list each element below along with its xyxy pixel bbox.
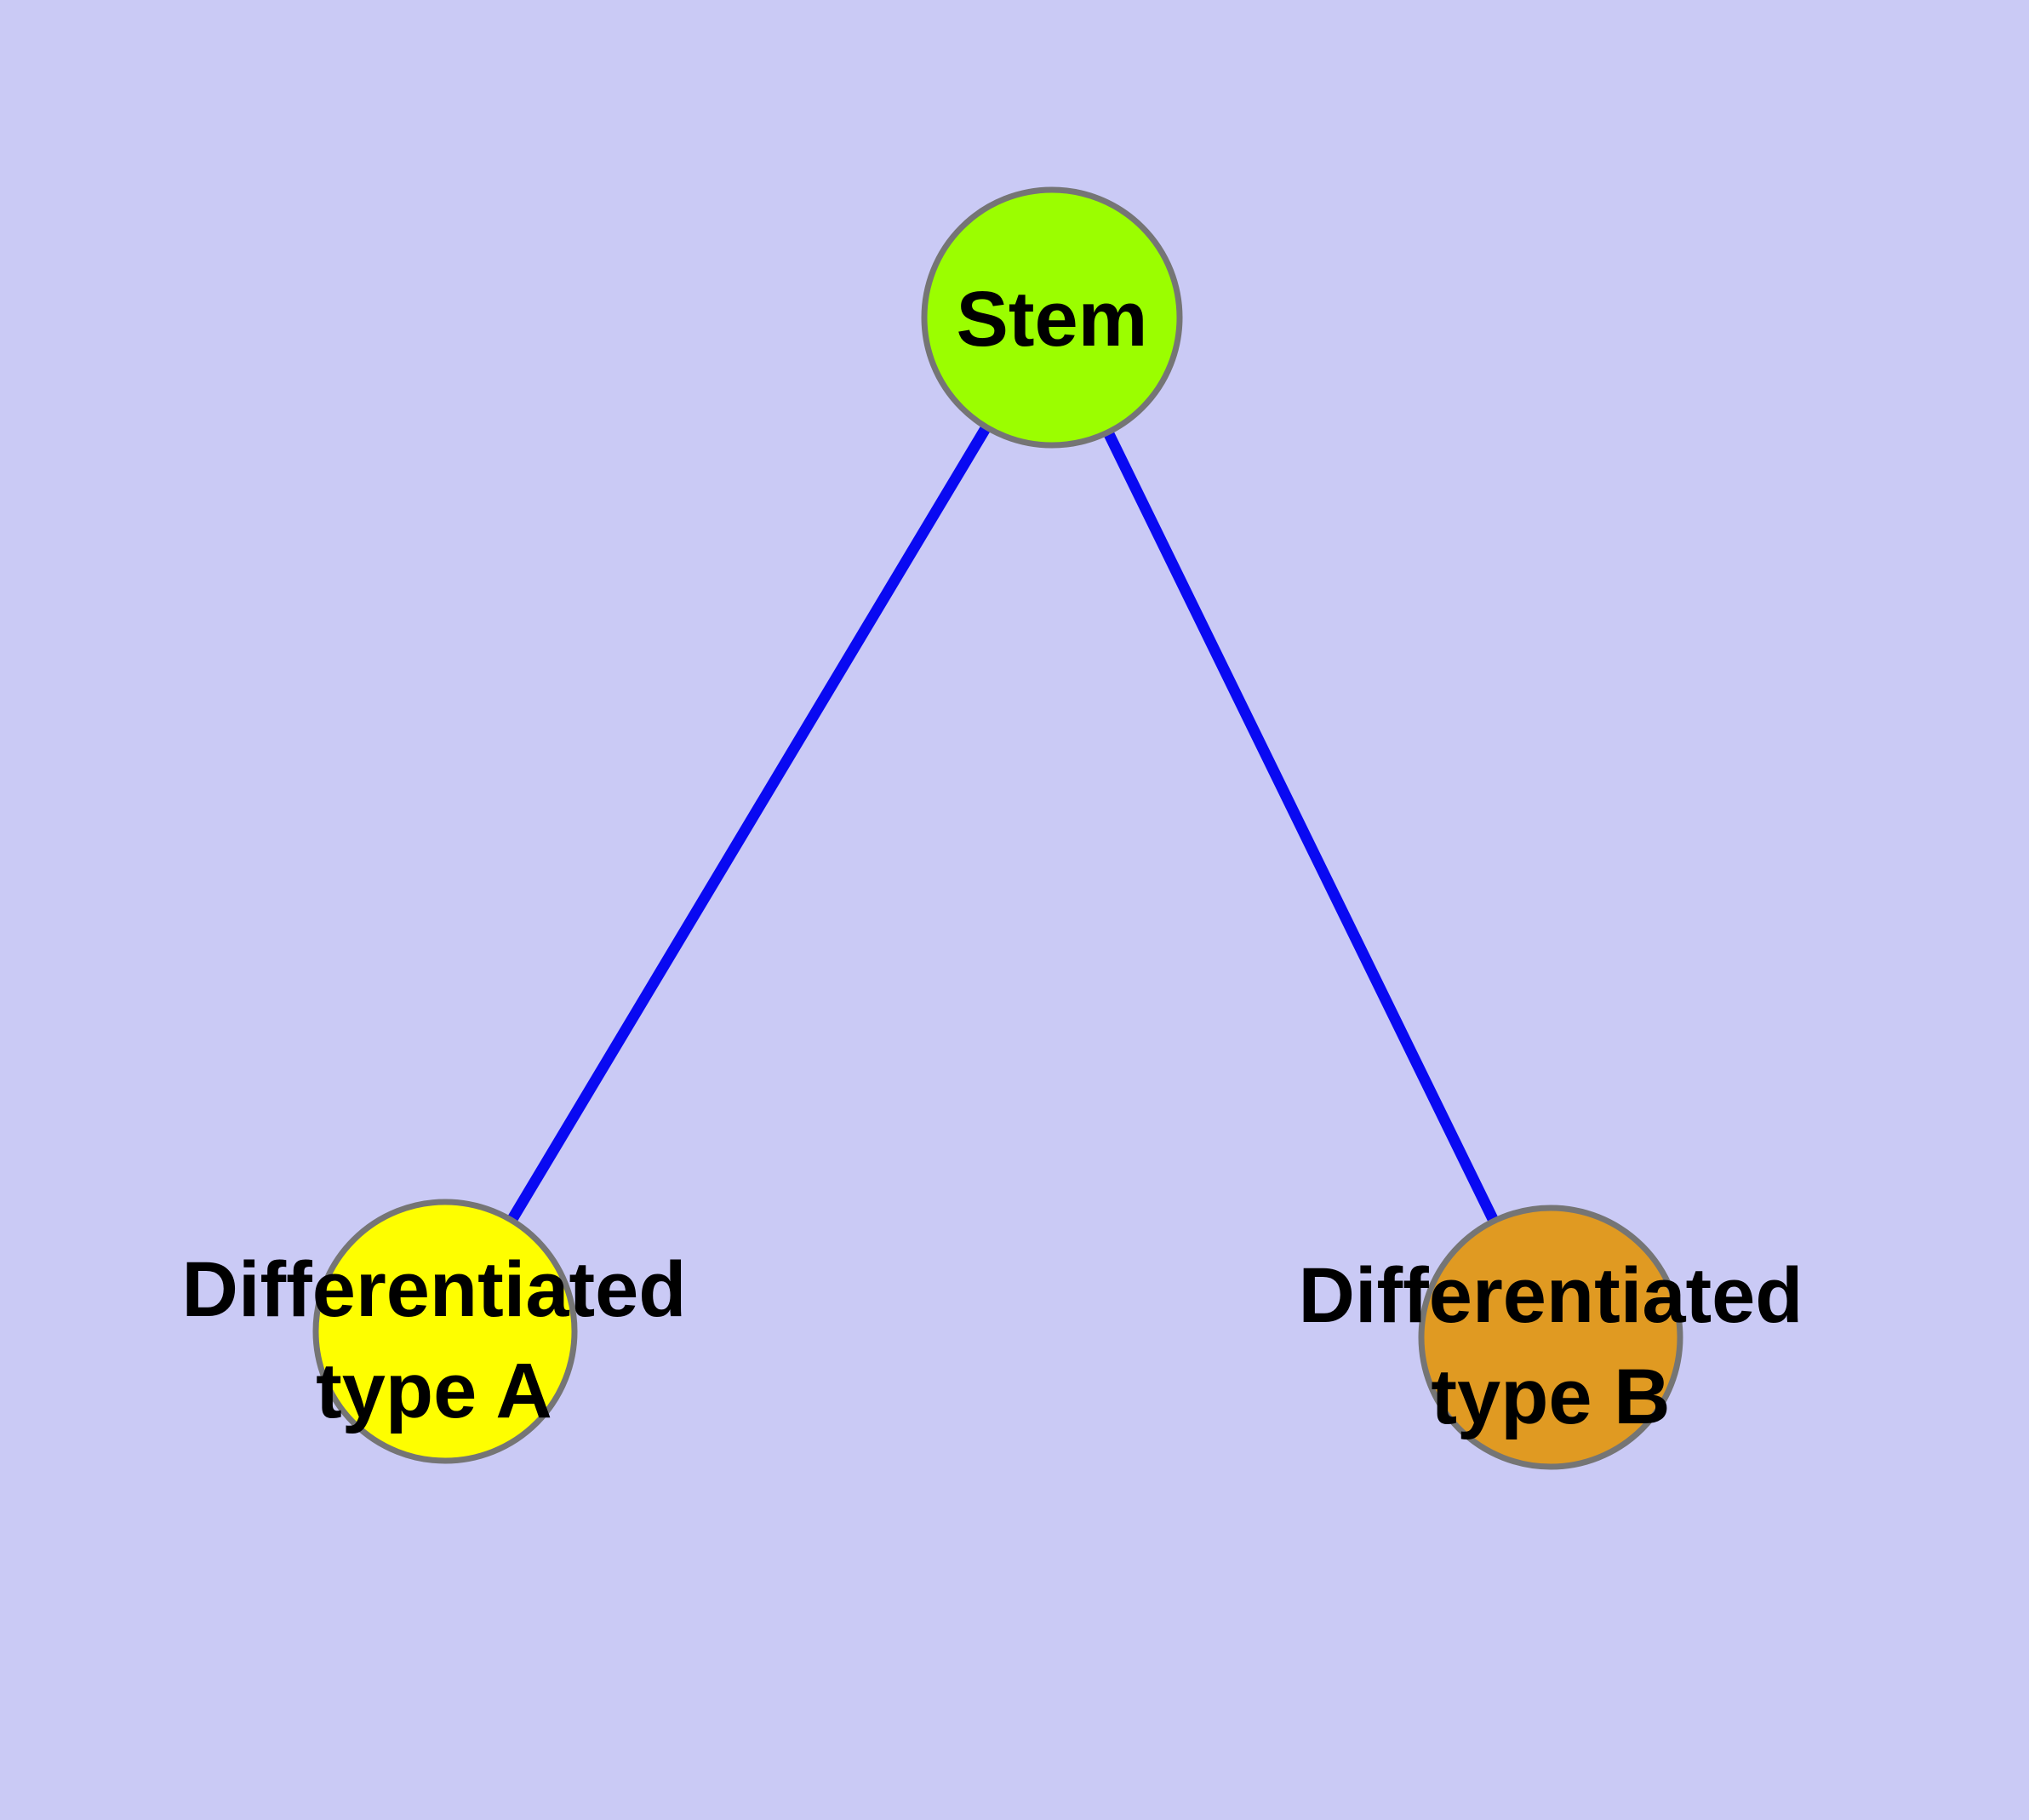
labels-layer: Stem Differentiated type A Differentiated…	[182, 276, 1803, 1440]
node-label-differentiated-type-a-line2: type A	[316, 1348, 552, 1434]
nodes-layer	[312, 186, 1683, 1470]
node-differentiated-type-a	[312, 1199, 578, 1464]
node-label-differentiated-type-b-line1: Differentiated	[1299, 1252, 1803, 1339]
node-label-differentiated-type-b: Differentiated type B	[1299, 1252, 1803, 1440]
node-label-stem: Stem	[957, 276, 1148, 363]
node-differentiated-type-b	[1418, 1205, 1683, 1470]
edge-stem-to-type-b	[1047, 315, 1556, 1340]
node-label-differentiated-type-b-line2: type B	[1431, 1354, 1670, 1440]
node-label-differentiated-type-a-line1: Differentiated	[182, 1246, 687, 1333]
edges-layer	[440, 314, 1556, 1340]
node-stem	[921, 186, 1183, 449]
edge-stem-to-type-a	[440, 314, 1057, 1335]
node-label-differentiated-type-a: Differentiated type A	[182, 1246, 687, 1434]
